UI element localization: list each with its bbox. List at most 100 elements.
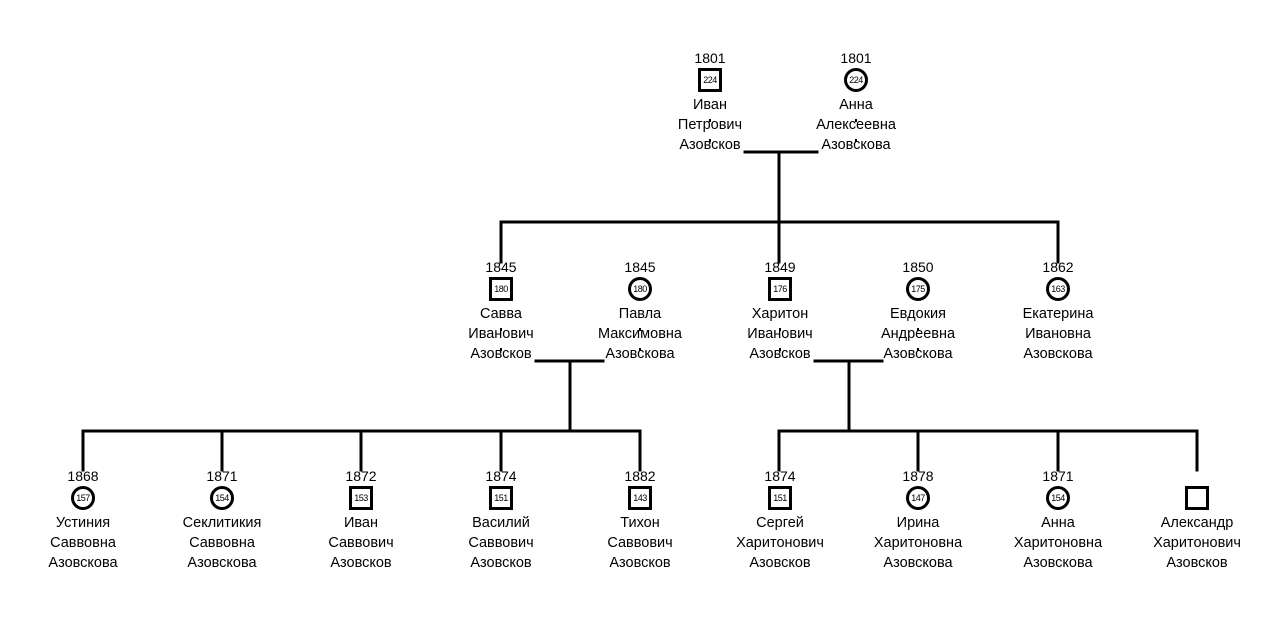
birth-year bbox=[1127, 468, 1267, 484]
name-dot bbox=[855, 139, 857, 142]
name-line: Азовскова bbox=[1023, 555, 1093, 571]
name-line: Азовсков bbox=[470, 555, 532, 571]
name-line: Павла bbox=[618, 306, 662, 322]
name-line: Петрович bbox=[677, 117, 743, 133]
name-dot bbox=[500, 328, 502, 331]
name-line: Тихон bbox=[620, 515, 660, 531]
birth-year: 1871 bbox=[1042, 468, 1074, 484]
name-line: Харитон bbox=[751, 306, 809, 322]
name-line: Иван bbox=[692, 97, 728, 113]
birth-year: 1850 bbox=[902, 259, 934, 275]
birth-year: 1868 bbox=[67, 468, 99, 484]
birth-year: 1845 bbox=[624, 259, 656, 275]
name-line: Харитоновна bbox=[873, 535, 963, 551]
name-line: Саввовна bbox=[50, 535, 116, 551]
name-line: Александр bbox=[1160, 515, 1234, 531]
name-line: Азовсков bbox=[679, 137, 741, 153]
female-symbol-icon[interactable]: 180 bbox=[628, 277, 652, 301]
male-symbol-icon[interactable]: 151 bbox=[768, 486, 792, 510]
name-line: Иванович bbox=[747, 326, 813, 342]
name-dot bbox=[709, 119, 711, 122]
name-line: Максимовна bbox=[598, 326, 682, 342]
name-line: Иван bbox=[343, 515, 379, 531]
name-dot bbox=[917, 328, 919, 331]
name-line: Екатерина bbox=[1022, 306, 1094, 322]
name-line: Иванович bbox=[468, 326, 534, 342]
male-symbol-icon[interactable]: 224 bbox=[698, 68, 722, 92]
male-symbol-icon[interactable] bbox=[1185, 486, 1209, 510]
name-line: Азовсков bbox=[1166, 555, 1228, 571]
birth-year: 1871 bbox=[206, 468, 238, 484]
male-symbol-icon[interactable]: 180 bbox=[489, 277, 513, 301]
female-symbol-icon[interactable]: 147 bbox=[906, 486, 930, 510]
male-symbol-icon[interactable]: 151 bbox=[489, 486, 513, 510]
name-line: Сергей bbox=[756, 515, 804, 531]
name-line: Азовсков bbox=[749, 555, 811, 571]
female-symbol-icon[interactable]: 154 bbox=[210, 486, 234, 510]
birth-year: 1845 bbox=[485, 259, 517, 275]
name-line: Азовскова bbox=[821, 137, 891, 153]
name-line: Андреевна bbox=[880, 326, 956, 342]
name-line: Саввович bbox=[328, 535, 394, 551]
name-line: Азовскова bbox=[883, 555, 953, 571]
birth-year: 1801 bbox=[694, 50, 726, 66]
name-dot bbox=[639, 328, 641, 331]
birth-year: 1874 bbox=[764, 468, 796, 484]
name-dot bbox=[855, 119, 857, 122]
female-symbol-icon[interactable]: 154 bbox=[1046, 486, 1070, 510]
female-symbol-icon[interactable]: 224 bbox=[844, 68, 868, 92]
name-line: Азовскова bbox=[883, 346, 953, 362]
female-symbol-icon[interactable]: 175 bbox=[906, 277, 930, 301]
birth-year: 1801 bbox=[840, 50, 872, 66]
name-line: Азовсков bbox=[470, 346, 532, 362]
female-symbol-icon[interactable]: 157 bbox=[71, 486, 95, 510]
name-dot bbox=[779, 348, 781, 351]
name-line: Азовсков bbox=[330, 555, 392, 571]
name-line: Евдокия bbox=[889, 306, 947, 322]
birth-year: 1874 bbox=[485, 468, 517, 484]
birth-year: 1882 bbox=[624, 468, 656, 484]
name-line: Алексеевна bbox=[816, 117, 896, 133]
name-line: Саввович bbox=[468, 535, 534, 551]
name-line: Анна bbox=[839, 97, 873, 113]
birth-year: 1849 bbox=[764, 259, 796, 275]
male-symbol-icon[interactable]: 143 bbox=[628, 486, 652, 510]
name-line: Азовскова bbox=[1023, 346, 1093, 362]
male-symbol-icon[interactable]: 176 bbox=[768, 277, 792, 301]
name-line: Азовскова bbox=[605, 346, 675, 362]
birth-year: 1872 bbox=[345, 468, 377, 484]
male-symbol-icon[interactable]: 153 bbox=[349, 486, 373, 510]
name-line: Секлитикия bbox=[182, 515, 262, 531]
female-symbol-icon[interactable]: 163 bbox=[1046, 277, 1070, 301]
name-line: Харитоновна bbox=[1013, 535, 1103, 551]
